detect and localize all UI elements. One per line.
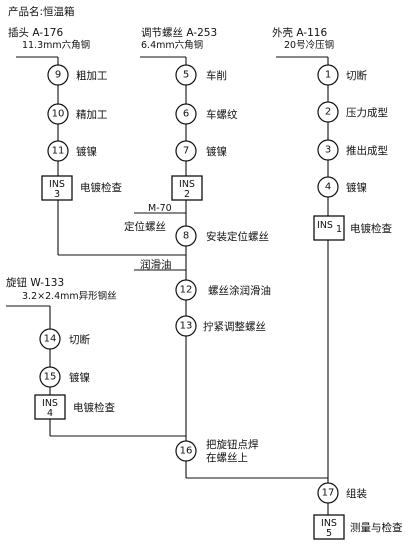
- op-circle-15: [39, 366, 61, 388]
- op-number-6: 6: [183, 109, 189, 120]
- lube-label: 润滑油: [140, 258, 172, 271]
- op-circle-9: [47, 64, 69, 86]
- knob-spec: 3.2×2.4mm异形钢丝: [22, 290, 117, 302]
- op-circle-17: [317, 482, 339, 504]
- inspection-label-4: 电镀检查: [73, 401, 115, 414]
- op-number-15: 15: [44, 372, 57, 383]
- op-circle-7: [175, 140, 197, 162]
- op-label-2: 压力成型: [346, 106, 388, 119]
- op-circle-6: [175, 103, 197, 125]
- op-label-1: 切断: [346, 69, 367, 82]
- inspection-number-1: 1: [336, 224, 342, 235]
- m70-label: 定位螺丝: [124, 220, 166, 233]
- shell-spec: 20号冷压钢: [284, 39, 334, 51]
- inspection-box-1: [313, 215, 345, 241]
- op-circle-12: [175, 279, 197, 301]
- op-number-9: 9: [55, 70, 61, 81]
- inspection-number-5: 5: [326, 528, 332, 539]
- op-label-3: 推出成型: [346, 144, 388, 157]
- knob-title: 旋钮 W-133: [6, 276, 64, 289]
- op-circle-16: [175, 440, 197, 462]
- op-label-15: 镀镍: [69, 371, 90, 384]
- op-number-12: 12: [180, 285, 193, 296]
- op-circle-3: [317, 139, 339, 161]
- m70-code: M-70: [148, 203, 172, 214]
- inspection-code-1: INS: [317, 220, 333, 231]
- inspection-box-5: [313, 514, 345, 540]
- op-number-4: 4: [325, 182, 331, 193]
- plug-title: 插头 A-176: [8, 26, 63, 39]
- shell-title: 外壳 A-116: [272, 26, 327, 39]
- plug-spec: 11.3mm六角钢: [22, 39, 90, 51]
- op-label-5: 车削: [206, 69, 227, 82]
- op-circle-2: [317, 101, 339, 123]
- op-number-17: 17: [322, 488, 335, 499]
- op-circle-5: [175, 64, 197, 86]
- op-number-5: 5: [183, 70, 189, 81]
- op-label-12: 螺丝涂润滑油: [208, 284, 271, 297]
- inspection-code-2: INS: [179, 179, 195, 190]
- inspection-box-2: [171, 175, 203, 201]
- op-number-1: 1: [325, 70, 331, 81]
- op-label-4: 镀镍: [346, 181, 367, 194]
- op-number-2: 2: [325, 107, 331, 118]
- inspection-code-4: INS: [42, 398, 58, 409]
- op-label-11: 镀镍: [76, 145, 97, 158]
- op-label-10: 精加工: [76, 108, 108, 121]
- inspection-box-4: [34, 394, 66, 420]
- op-number-16: 16: [180, 446, 193, 457]
- inspection-box-3: [41, 175, 73, 201]
- op-label-6: 车螺纹: [206, 108, 238, 121]
- op-label-8: 安装定位螺丝: [206, 230, 269, 243]
- product-label: 产品名:恒温箱: [8, 5, 75, 18]
- inspection-number-4: 4: [47, 408, 53, 419]
- inspection-number-3: 3: [54, 189, 60, 200]
- op-label-16: 把旋钮点焊: [206, 438, 259, 451]
- inspection-code-5: INS: [321, 518, 337, 529]
- op-circle-4: [317, 176, 339, 198]
- op-circle-13: [175, 315, 197, 337]
- inspection-number-2: 2: [184, 189, 190, 200]
- op-label-17: 组装: [346, 487, 367, 500]
- op-label-16-line2: 在螺丝上: [206, 452, 248, 464]
- op-number-3: 3: [325, 145, 331, 156]
- inspection-label-3: 电镀检查: [80, 181, 122, 194]
- op-circle-1: [317, 64, 339, 86]
- inspection-label-5: 测量与检查: [350, 521, 403, 534]
- op-circle-11: [47, 140, 69, 162]
- op-label-7: 镀镍: [206, 145, 227, 158]
- inspection-code-3: INS: [49, 179, 65, 190]
- op-label-13: 拧紧调整螺丝: [203, 320, 266, 333]
- op-number-8: 8: [183, 231, 189, 242]
- op-label-14: 切断: [69, 333, 90, 346]
- screw-title: 调节螺丝 A-253: [141, 27, 217, 39]
- op-number-11: 11: [52, 146, 65, 157]
- op-number-10: 10: [52, 109, 65, 120]
- op-label-9: 粗加工: [76, 70, 108, 82]
- screw-spec: 6.4mm六角钢: [141, 39, 203, 51]
- op-circle-14: [39, 328, 61, 350]
- inspection-label-1: 电镀检查: [350, 222, 392, 235]
- op-circle-10: [47, 103, 69, 125]
- op-circle-8: [175, 225, 197, 247]
- op-number-7: 7: [183, 146, 189, 157]
- op-number-13: 13: [180, 321, 193, 332]
- op-number-14: 14: [44, 334, 57, 345]
